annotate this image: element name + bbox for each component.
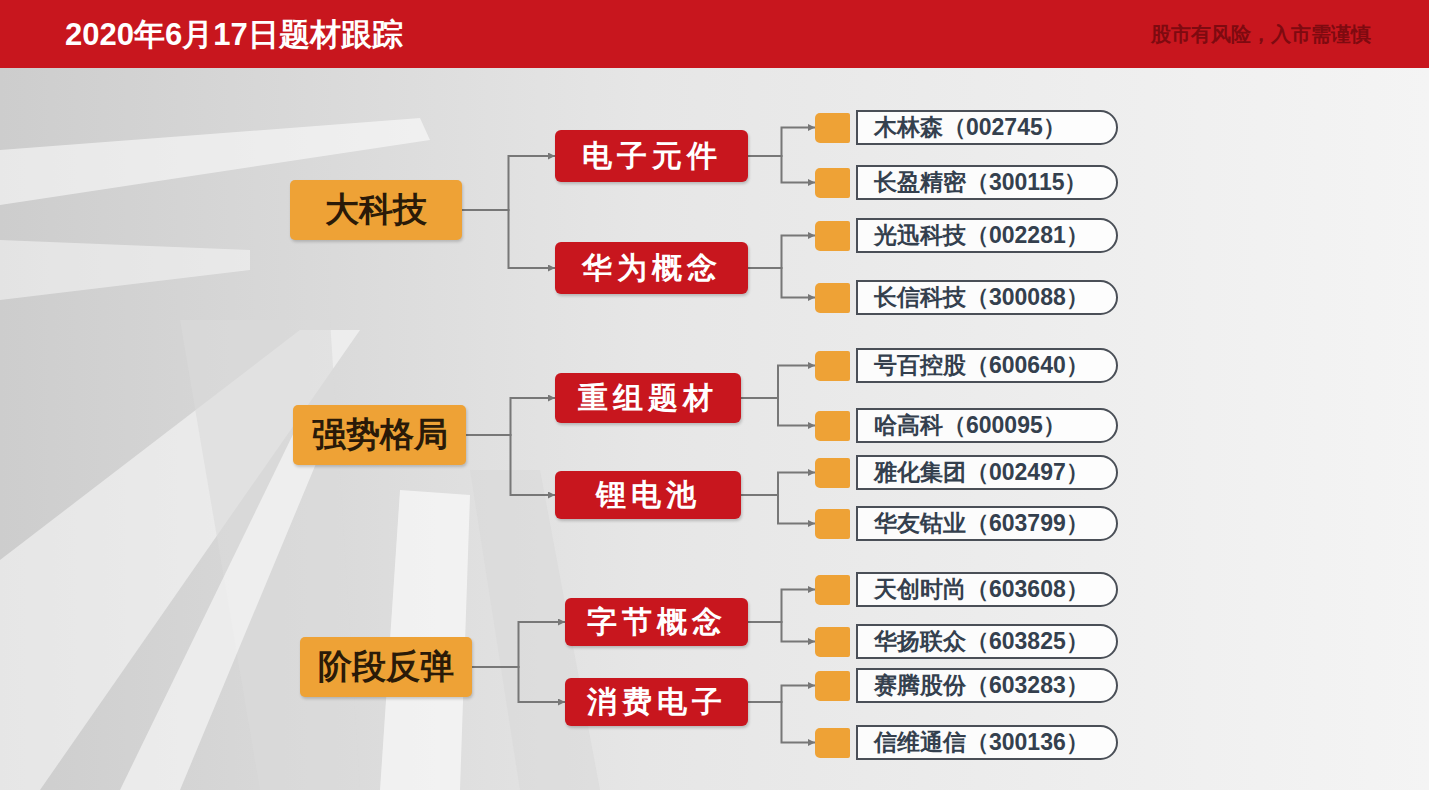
branch-connector <box>466 398 555 435</box>
marker-square <box>815 509 850 539</box>
stock-name: 号百控股（600640） <box>874 350 1089 381</box>
marker-square <box>815 671 850 701</box>
theme-box: 大科技 <box>290 180 462 240</box>
stock-box: 哈高科（600095） <box>815 408 1118 443</box>
theme-label: 大科技 <box>325 187 427 233</box>
branch-connector <box>748 268 815 298</box>
stock-name: 赛腾股份（603283） <box>874 670 1089 701</box>
branch-connector <box>472 622 565 667</box>
stock-outline: 雅化集团（002497） <box>856 455 1118 490</box>
marker-square <box>815 221 850 251</box>
category-label: 锂电池 <box>596 475 701 516</box>
light-streak <box>0 240 250 300</box>
branch-connector <box>748 622 815 642</box>
branch-connector <box>748 590 815 623</box>
branch-connector <box>748 128 815 157</box>
stock-outline: 光迅科技（002281） <box>856 218 1118 253</box>
stock-box: 华扬联众（603825） <box>815 624 1118 659</box>
stock-box: 长信科技（300088） <box>815 280 1118 315</box>
marker-square <box>815 351 850 381</box>
branch-connector <box>466 435 555 495</box>
marker-square <box>815 575 850 605</box>
branch-connector <box>741 366 815 399</box>
branch-connector <box>741 495 815 524</box>
stock-outline: 华扬联众（603825） <box>856 624 1118 659</box>
branch-connector <box>741 398 815 426</box>
category-label: 华为概念 <box>582 248 722 289</box>
theme-box: 强势格局 <box>293 405 466 465</box>
category-label: 消费电子 <box>587 682 727 723</box>
stock-name: 木林森（002745） <box>874 112 1066 143</box>
stock-box: 信维通信（300136） <box>815 725 1118 760</box>
stock-box: 华友钴业（603799） <box>815 506 1118 541</box>
branch-connector <box>748 156 815 183</box>
category-label: 字节概念 <box>587 602 727 643</box>
stock-name: 雅化集团（002497） <box>874 457 1089 488</box>
branch-connector <box>748 236 815 269</box>
stock-outline: 长信科技（300088） <box>856 280 1118 315</box>
stock-name: 长信科技（300088） <box>874 282 1089 313</box>
category-box: 电子元件 <box>555 130 748 182</box>
branch-connector <box>462 210 555 268</box>
stock-outline: 华友钴业（603799） <box>856 506 1118 541</box>
stock-name: 光迅科技（002281） <box>874 220 1089 251</box>
stock-box: 光迅科技（002281） <box>815 218 1118 253</box>
page-title: 2020年6月17日题材跟踪 <box>65 14 403 56</box>
marker-square <box>815 411 850 441</box>
stock-name: 华扬联众（603825） <box>874 626 1089 657</box>
stock-outline: 天创时尚（603608） <box>856 572 1118 607</box>
stock-outline: 木林森（002745） <box>856 110 1118 145</box>
stock-outline: 号百控股（600640） <box>856 348 1118 383</box>
stock-name: 哈高科（600095） <box>874 410 1066 441</box>
stock-name: 华友钴业（603799） <box>874 508 1089 539</box>
branch-connector <box>462 156 555 210</box>
category-box: 华为概念 <box>555 242 748 294</box>
risk-note: 股市有风险，入市需谨慎 <box>1151 21 1371 48</box>
stock-name: 长盈精密（300115） <box>874 167 1087 198</box>
light-streak <box>120 420 330 790</box>
category-label: 重组题材 <box>578 378 718 419</box>
stock-box: 天创时尚（603608） <box>815 572 1118 607</box>
marker-square <box>815 283 850 313</box>
stock-box: 长盈精密（300115） <box>815 165 1118 200</box>
marker-square <box>815 113 850 143</box>
stock-box: 雅化集团（002497） <box>815 455 1118 490</box>
category-box: 重组题材 <box>555 373 741 423</box>
stock-outline: 信维通信（300136） <box>856 725 1118 760</box>
stock-box: 赛腾股份（603283） <box>815 668 1118 703</box>
theme-label: 阶段反弹 <box>318 644 454 690</box>
branch-connector <box>748 686 815 703</box>
branch-connector <box>748 702 815 743</box>
stock-outline: 哈高科（600095） <box>856 408 1118 443</box>
category-box: 锂电池 <box>555 471 741 519</box>
stock-outline: 赛腾股份（603283） <box>856 668 1118 703</box>
marker-square <box>815 627 850 657</box>
stock-outline: 长盈精密（300115） <box>856 165 1118 200</box>
theme-box: 阶段反弹 <box>300 637 472 697</box>
marker-square <box>815 458 850 488</box>
header-bar <box>0 0 1429 68</box>
stock-box: 号百控股（600640） <box>815 348 1118 383</box>
stock-name: 信维通信（300136） <box>874 727 1089 758</box>
category-label: 电子元件 <box>582 136 722 177</box>
branch-connector <box>472 667 565 702</box>
marker-square <box>815 168 850 198</box>
theme-label: 强势格局 <box>312 412 448 458</box>
stock-name: 天创时尚（603608） <box>874 574 1089 605</box>
category-box: 消费电子 <box>565 678 748 726</box>
branch-connector <box>741 473 815 496</box>
marker-square <box>815 728 850 758</box>
stock-box: 木林森（002745） <box>815 110 1118 145</box>
category-box: 字节概念 <box>565 598 748 646</box>
